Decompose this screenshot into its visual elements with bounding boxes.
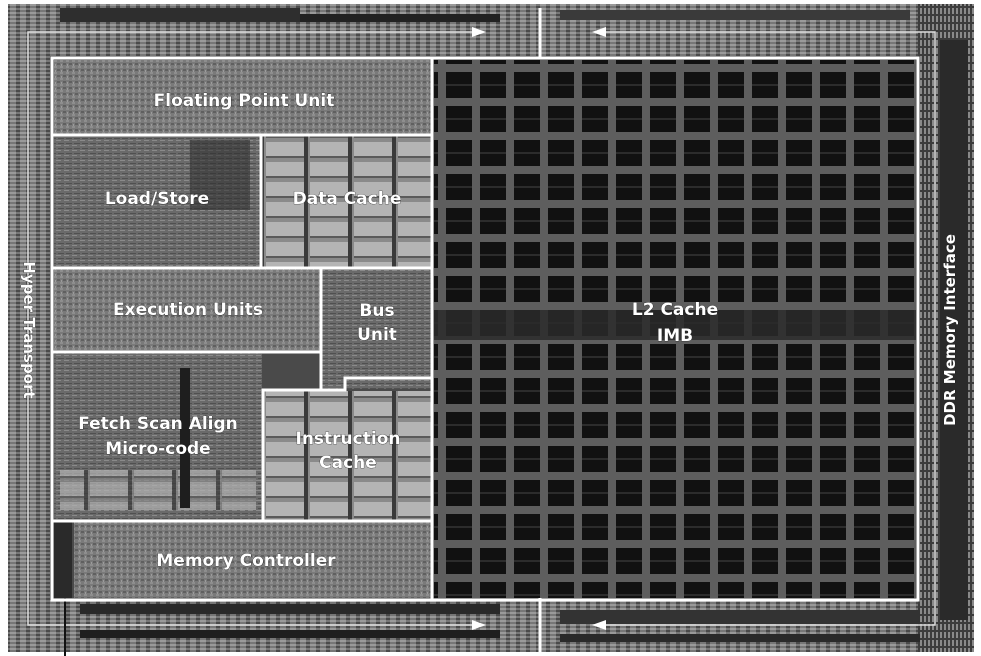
block-memory-controller-left: [54, 522, 72, 598]
left-hypertransport-region: [8, 4, 50, 652]
label-execution-units: Execution Units: [113, 300, 263, 320]
block-load-store-detail: [190, 140, 250, 210]
block-bus-unit: [322, 269, 432, 389]
block-execution-units: [54, 269, 320, 351]
block-data-cache: [262, 136, 432, 267]
label-ddr-memory-interface: DDR Memory Interface: [941, 234, 959, 426]
periphery-strip: [560, 610, 920, 624]
periphery-strip: [560, 634, 920, 642]
label-floating-point-unit: Floating Point Unit: [154, 91, 335, 111]
label-instruction-cache-2: Cache: [319, 453, 377, 473]
label-memory-controller: Memory Controller: [156, 551, 336, 571]
arrow-right-icon: [472, 620, 486, 630]
block-outlines: [50, 56, 920, 602]
hypertransport-trace: [27, 40, 480, 626]
label-fetch-scan-align: Fetch Scan Align: [78, 414, 238, 434]
label-load-store: Load/Store: [105, 189, 209, 209]
periphery-strip: [60, 8, 300, 22]
arrow-left-icon: [592, 27, 606, 37]
ddr-trace-top: [600, 31, 936, 626]
periphery-strip: [80, 630, 500, 638]
label-hyper-transport: Hyper Transport: [20, 261, 38, 398]
label-bus-unit-1: Bus: [359, 301, 394, 321]
label-data-cache: Data Cache: [293, 189, 402, 209]
periphery-strip: [300, 14, 500, 22]
block-fetch-detail: [60, 470, 256, 510]
label-bus-unit-2: Unit: [357, 325, 397, 345]
block-memory-controller: [74, 522, 432, 598]
label-l2-cache: L2 Cache: [632, 300, 718, 320]
label-instruction-cache-1: Instruction: [296, 429, 401, 449]
block-fetch-bar: [180, 368, 190, 508]
arrow-right-icon: [472, 27, 486, 37]
block-floating-point-unit: [54, 60, 432, 134]
arrow-left-icon: [592, 620, 606, 630]
block-l2-cache-band: [434, 310, 916, 340]
periphery-strip: [80, 604, 500, 614]
label-l2-size: IMB: [657, 326, 693, 346]
hypertransport-trace-top: [27, 31, 480, 40]
label-micro-code: Micro-code: [105, 439, 210, 459]
right-ddr-strip: [940, 40, 968, 620]
block-instruction-cache: [264, 391, 432, 520]
periphery-strip: [560, 10, 910, 20]
